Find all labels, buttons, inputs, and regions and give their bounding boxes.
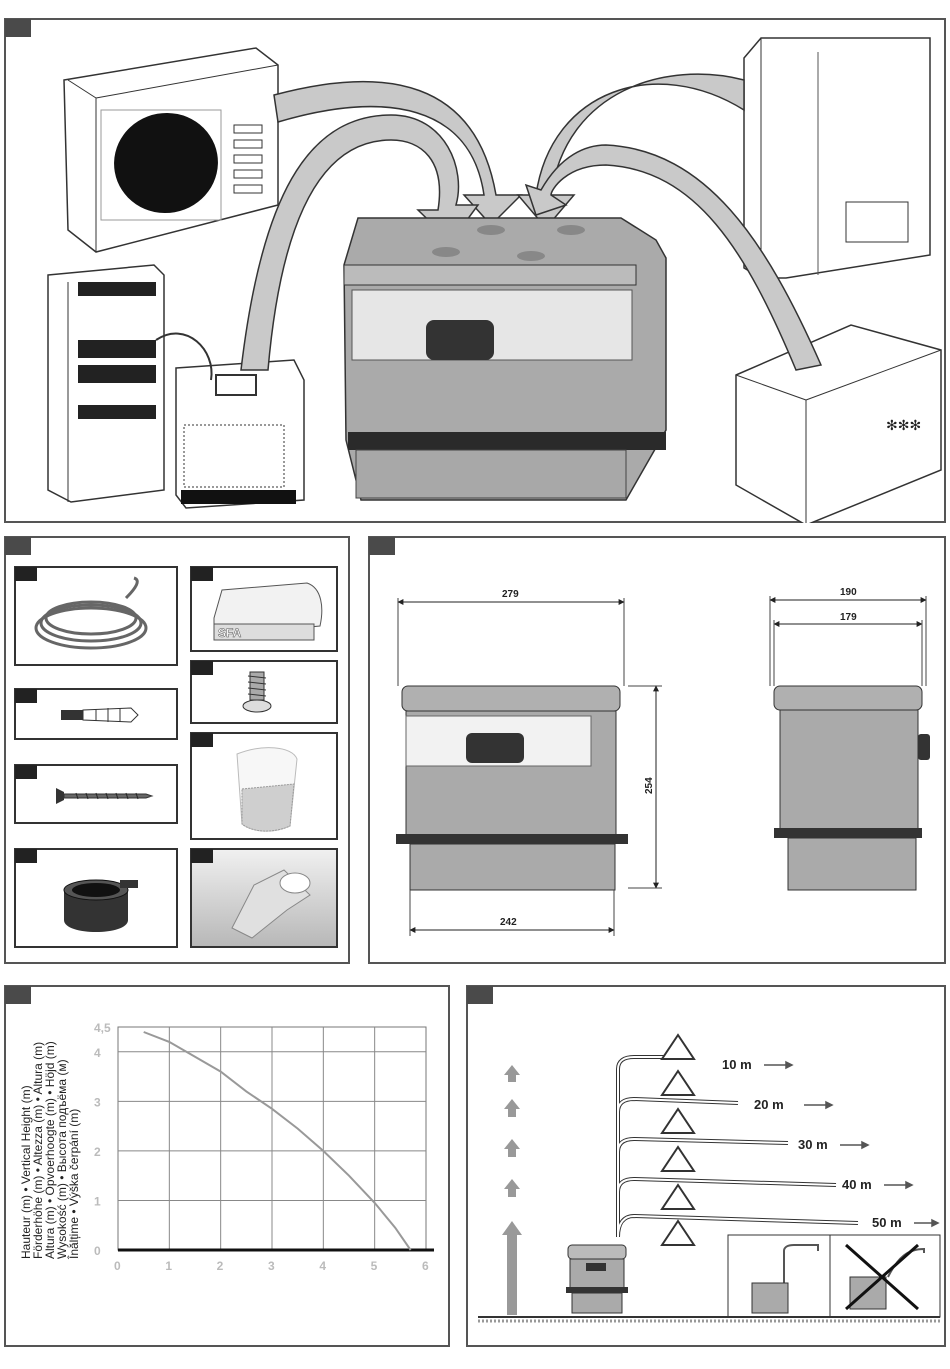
- accessory-connector-ring: [14, 848, 178, 948]
- y-tick-label: 4,5: [94, 1021, 111, 1035]
- panel-tab: [369, 537, 395, 555]
- dimension-drawing: 279 254 242 190 179: [370, 538, 946, 964]
- connector-ring-icon: [16, 850, 176, 946]
- accessory-wall-plug: [14, 688, 178, 740]
- x-tick-label: 0: [114, 1259, 121, 1273]
- x-tick-label: 1: [165, 1259, 172, 1273]
- accessory-tubing: [14, 566, 178, 666]
- accessory-tab: [191, 567, 213, 581]
- screw-small-icon: [192, 662, 336, 722]
- pump-curve-chart: Hauteur (m) • Vertical Height (m) Förder…: [6, 987, 450, 1347]
- chart-series: [144, 1032, 411, 1250]
- panel-tab: [467, 986, 493, 1004]
- accessory-tab: [15, 567, 37, 581]
- accessory-screw-long: [14, 764, 178, 824]
- screw-long-icon: [16, 766, 176, 822]
- x-tick-label: 5: [371, 1259, 378, 1273]
- distance-label-10: 10 m: [722, 1057, 752, 1072]
- wall-plug-icon: [16, 690, 176, 738]
- pump-cover-icon: SFA: [192, 568, 336, 650]
- dim-front-height: 254: [644, 777, 655, 794]
- condensate-pump: [344, 218, 666, 500]
- front-view: 279 254 242: [396, 589, 662, 936]
- accessory-tab: [15, 689, 37, 703]
- indoor-cabinet-unit: [48, 265, 164, 502]
- panel-tab: [5, 537, 31, 555]
- accessory-adapter: [190, 848, 338, 948]
- distance-label-40: 40 m: [842, 1177, 872, 1192]
- y-axis-label: Hauteur (m) • Vertical Height (m) Förder…: [19, 1041, 81, 1260]
- pump-curve-panel: Hauteur (m) • Vertical Height (m) Förder…: [4, 985, 450, 1347]
- svg-text:✻✻✻: ✻✻✻: [886, 417, 921, 433]
- brand-label: SFA: [218, 626, 242, 640]
- y-tick-label: 2: [94, 1145, 101, 1159]
- boiler-unit: [744, 38, 930, 278]
- y-tick-label: 4: [94, 1046, 101, 1060]
- radiator-unit: [156, 334, 304, 508]
- accessory-screw-small: [190, 660, 338, 724]
- x-tick-label: 3: [268, 1259, 275, 1273]
- tubing-coil-icon: [16, 568, 176, 664]
- x-tick-label: 2: [217, 1259, 224, 1273]
- dimensions-panel: 279 254 242 190 179: [368, 536, 946, 964]
- air-conditioner-outdoor-unit: [64, 48, 278, 252]
- distance-label-20: 20 m: [754, 1097, 784, 1112]
- accessories-panel: SFA: [4, 536, 350, 964]
- adapter-icon: [192, 850, 336, 946]
- accessory-tab: [15, 765, 37, 779]
- overview-illustration: ✻✻✻: [6, 20, 946, 523]
- distance-illustration: 10 m 20 m 30 m 40 m 50 m: [468, 987, 946, 1347]
- dim-side-width-inner: 179: [840, 612, 857, 623]
- accessory-filter: [190, 732, 338, 840]
- dim-side-width-outer: 190: [840, 587, 857, 598]
- pump-icon: [566, 1245, 628, 1313]
- accessory-tab: [191, 849, 213, 863]
- y-label-line-5: Înălțime • Výška čerpání (m): [66, 1109, 81, 1260]
- x-tick-label: 6: [422, 1259, 429, 1273]
- side-view: 190 179: [770, 587, 930, 890]
- refrigerated-display-unit: ✻✻✻: [736, 325, 941, 523]
- accessory-tab: [15, 849, 37, 863]
- chart-ticks: 0 1 2 3 4 5 6 0 1 2 3 4 4,5: [94, 1021, 429, 1273]
- accessory-tab: [191, 661, 213, 675]
- distance-panel: 10 m 20 m 30 m 40 m 50 m: [466, 985, 946, 1347]
- filter-icon: [192, 734, 336, 838]
- direction-arrows: [764, 1062, 938, 1226]
- height-arrows: [502, 1065, 522, 1315]
- install-incorrect-example: [830, 1235, 940, 1317]
- install-correct-example: [728, 1235, 830, 1317]
- dim-front-width-bottom: 242: [500, 917, 517, 928]
- distance-label-50: 50 m: [872, 1215, 902, 1230]
- y-tick-label: 3: [94, 1095, 101, 1109]
- accessory-tab: [191, 733, 213, 747]
- accessory-cover: SFA: [190, 566, 338, 652]
- floor-line: [478, 1317, 940, 1321]
- y-tick-label: 0: [94, 1244, 101, 1258]
- y-tick-label: 1: [94, 1194, 101, 1208]
- overview-panel: ✻✻✻: [4, 18, 946, 523]
- x-tick-label: 4: [319, 1259, 326, 1273]
- pump-curve-line: [144, 1032, 411, 1250]
- panel-tab: [5, 19, 31, 37]
- distance-label-30: 30 m: [798, 1137, 828, 1152]
- panel-tab: [5, 986, 31, 1004]
- dim-front-width-top: 279: [502, 589, 519, 600]
